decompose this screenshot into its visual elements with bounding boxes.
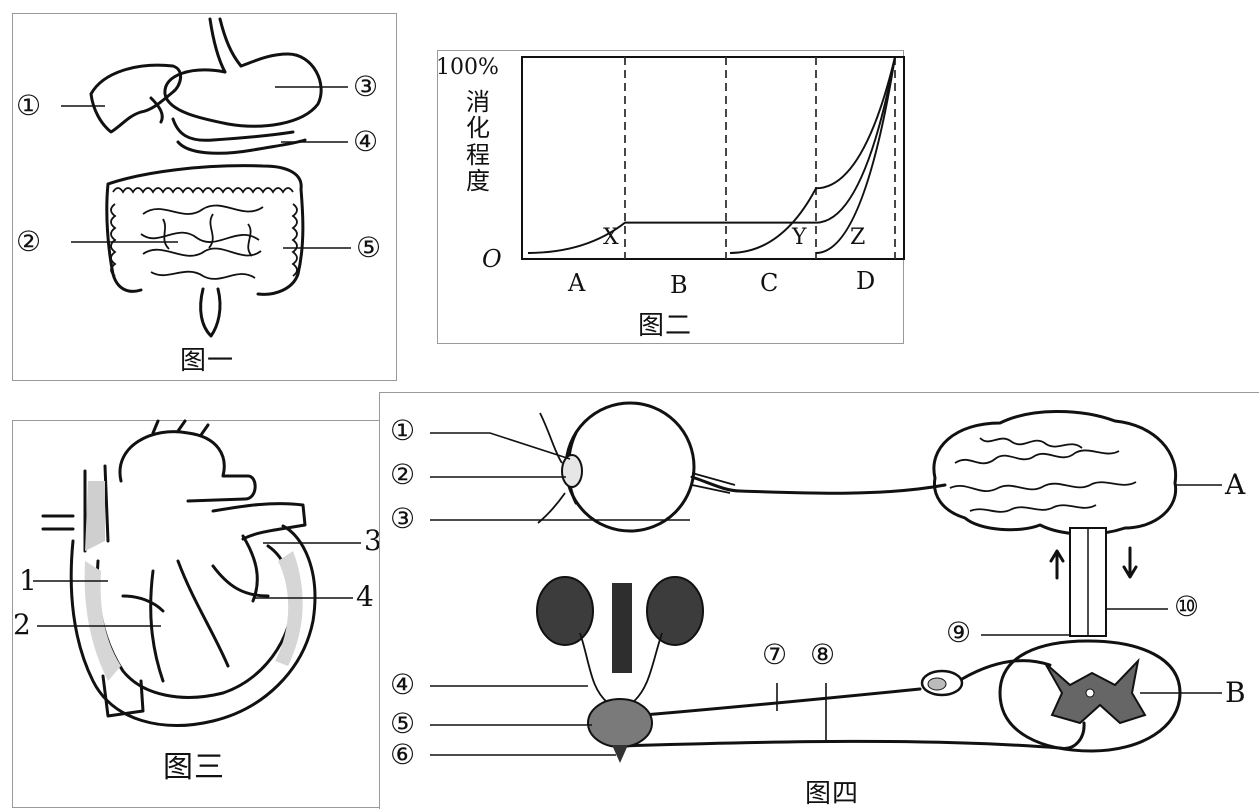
y-axis-title: 消 化 程 度 — [463, 89, 493, 195]
figure-1-caption: 图一 — [180, 348, 234, 374]
heart-label-2: 2 — [13, 611, 31, 639]
digestive-system-figure: ① ② ③ ④ ⑤ 图一 — [12, 13, 397, 381]
figure-2-caption: 图二 — [638, 313, 692, 339]
reflex-pathway-drawing — [380, 393, 1259, 810]
fig4-label-2: ② — [390, 461, 415, 489]
fig4-label-9: ⑨ — [946, 619, 971, 647]
heart-label-1: 1 — [19, 567, 37, 595]
digestion-chart — [438, 51, 905, 345]
fig4-label-1: ① — [390, 417, 415, 445]
origin-label: O — [482, 247, 502, 271]
reflex-pathway-figure: ① ② ③ ④ ⑤ ⑥ ⑦ ⑧ ⑨ ⑩ A B 图四 — [379, 392, 1259, 809]
y-title-char: 度 — [463, 168, 493, 194]
series-z-line — [816, 57, 895, 253]
chart-series — [528, 57, 895, 253]
y-axis-top-label: 100% — [436, 57, 499, 79]
region-label-a: A — [568, 271, 585, 295]
y-title-char: 程 — [463, 142, 493, 168]
fig4-label-3: ③ — [390, 505, 415, 533]
digestion-chart-figure: 100% 消 化 程 度 O A B C D X Y Z 图二 — [437, 50, 904, 344]
spinal-cord-label-b: B — [1225, 679, 1246, 707]
fig4-label-5: ⑤ — [390, 710, 415, 738]
curve-label-x: X — [603, 227, 619, 249]
label-2: ② — [16, 228, 41, 256]
brain-outline — [934, 411, 1176, 534]
fig4-label-7: ⑦ — [762, 641, 787, 669]
figure-3-caption: 图三 — [163, 753, 225, 783]
eyeball — [566, 403, 694, 531]
fig4-label-8: ⑧ — [810, 641, 835, 669]
series-x-line — [528, 57, 895, 253]
y-title-char: 消 — [463, 89, 493, 115]
label-4: ④ — [353, 128, 378, 156]
y-title-char: 化 — [463, 115, 493, 141]
label-1: ① — [16, 92, 41, 120]
bladder — [588, 699, 652, 747]
fig4-label-6: ⑥ — [390, 741, 415, 769]
region-label-c: C — [760, 271, 778, 295]
fig4-label-4: ④ — [390, 671, 415, 699]
label-5: ⑤ — [356, 234, 381, 262]
region-label-b: B — [670, 273, 688, 297]
heart-label-4: 4 — [356, 583, 374, 611]
label-3: ③ — [353, 73, 378, 101]
curve-label-y: Y — [792, 227, 807, 249]
heart-figure: 1 2 3 4 图三 — [12, 420, 379, 808]
region-label-d: D — [856, 269, 875, 293]
curve-label-z: Z — [850, 227, 865, 249]
figure-4-caption: 图四 — [805, 781, 859, 807]
digestive-system-drawing — [13, 14, 398, 382]
brain-label-a: A — [1225, 471, 1245, 499]
fig4-label-10: ⑩ — [1174, 593, 1199, 621]
